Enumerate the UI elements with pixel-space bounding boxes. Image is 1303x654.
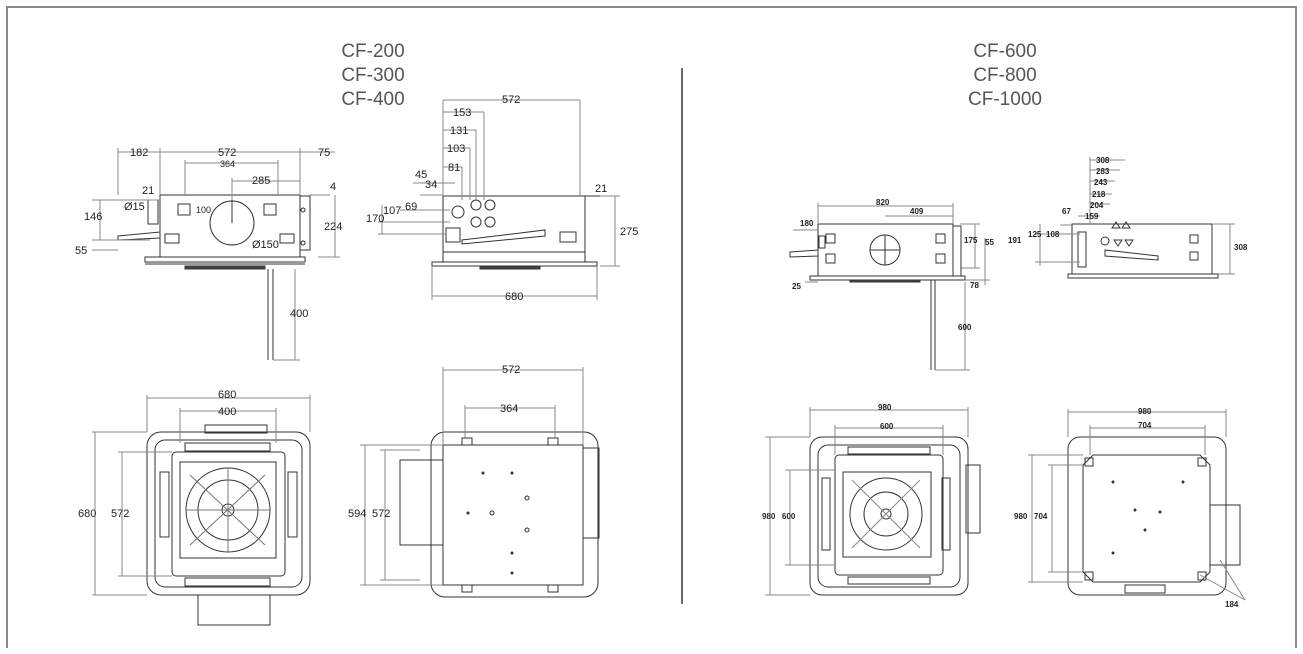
right-front-view: [789, 203, 990, 371]
right-top-dims: 980 704 980 704 184: [1014, 407, 1239, 609]
model-label: CF-600: [973, 41, 1037, 62]
dim-label: 600: [958, 323, 972, 332]
panel-divider: [681, 68, 683, 604]
dim-label: 680: [78, 508, 96, 520]
dim-label: 572: [502, 94, 520, 106]
dim-label: 146: [84, 211, 102, 223]
dim-label: 218: [1092, 190, 1106, 199]
dim-label: 572: [218, 147, 236, 159]
dim-label: 159: [1085, 212, 1099, 221]
dim-label: 980: [1014, 512, 1028, 521]
dim-label: 125: [1028, 230, 1042, 239]
left-front-view: [92, 148, 340, 361]
dim-label: 820: [876, 198, 890, 207]
dim-label: 180: [800, 219, 814, 228]
dim-label: 184: [1225, 600, 1239, 609]
dim-label: 107: [383, 205, 401, 217]
dim-label: 175: [964, 236, 978, 245]
model-label: CF-800: [973, 65, 1037, 86]
dim-label: 283: [1096, 167, 1110, 176]
model-label: CF-400: [341, 89, 405, 110]
left-side-dims: 572 153 131 103 81 45 34 69 107 170 21 2…: [366, 94, 638, 303]
left-bottom-view: [92, 395, 311, 626]
dim-label: 34: [425, 179, 437, 191]
dim-label: 364: [220, 159, 235, 169]
dim-label: 55: [985, 238, 994, 247]
dim-label: 224: [324, 221, 342, 233]
dim-label: 100: [196, 205, 211, 215]
dim-label: 364: [500, 403, 518, 415]
left-bottom-dims: 680 400 680 572: [78, 389, 236, 520]
dim-label: 131: [450, 125, 468, 137]
dim-label: 285: [252, 175, 270, 187]
right-front-dims: 820 409 180 175 55 25 78 600: [792, 198, 994, 332]
dim-label: 400: [290, 308, 308, 320]
dim-label: 409: [910, 207, 924, 216]
dim-label: 308: [1096, 156, 1110, 165]
dim-label: 45: [415, 169, 427, 181]
right-top-view: [1028, 409, 1246, 601]
dim-label: 67: [1062, 207, 1071, 216]
left-top-dims: 572 364 594 572: [348, 364, 520, 520]
dim-label: 103: [447, 143, 465, 155]
left-top-view: [360, 367, 600, 598]
dim-label: 182: [130, 147, 148, 159]
model-label: CF-200: [341, 41, 405, 62]
left-front-dims: 182 572 75 364 285 4 21 Ø15 100 146 224 …: [75, 147, 342, 320]
dim-label: 980: [878, 403, 892, 412]
dim-label: 680: [218, 389, 236, 401]
dim-label: 600: [880, 422, 894, 431]
dim-label: 78: [970, 281, 979, 290]
dim-label: 308: [1234, 243, 1248, 252]
dim-label: 275: [620, 226, 638, 238]
left-model-list: CF-200 CF-300 CF-400: [318, 40, 428, 112]
right-bottom-view: [765, 407, 981, 596]
dim-label: 55: [75, 245, 87, 257]
dim-label: 108: [1046, 230, 1060, 239]
right-bottom-dims: 980 600 980 600: [762, 403, 894, 521]
dim-label: 21: [142, 185, 154, 197]
dim-label: 572: [372, 508, 390, 520]
dim-label: 204: [1090, 201, 1104, 210]
right-model-list: CF-600 CF-800 CF-1000: [950, 40, 1060, 112]
dim-label: 170: [366, 213, 384, 225]
dim-label: 594: [348, 508, 366, 520]
left-side-view: [378, 99, 620, 300]
dim-label: 680: [505, 291, 523, 303]
dim-label: 243: [1094, 178, 1108, 187]
dim-label: 75: [318, 147, 330, 159]
right-side-view: [1035, 157, 1235, 279]
dim-label: 81: [448, 162, 460, 174]
right-side-dims: 308 283 243 218 204 67 159 191 125 108 3…: [1008, 156, 1248, 252]
dim-label: 704: [1138, 421, 1152, 430]
dim-label: 704: [1034, 512, 1048, 521]
dim-label: 69: [405, 201, 417, 213]
dim-label: Ø15: [124, 201, 145, 213]
dim-label: 153: [453, 107, 471, 119]
model-label: CF-1000: [968, 89, 1042, 110]
dim-label: 191: [1008, 236, 1022, 245]
dim-label: 572: [111, 508, 129, 520]
dim-label: 25: [792, 282, 801, 291]
dim-label: 400: [218, 406, 236, 418]
dim-label: 572: [502, 364, 520, 376]
model-label: CF-300: [341, 65, 405, 86]
dim-label: 4: [330, 181, 336, 193]
dim-label: 980: [1138, 407, 1152, 416]
dim-label: 21: [595, 183, 607, 195]
dim-label: 980: [762, 512, 776, 521]
dim-label: 600: [782, 512, 796, 521]
dim-label: Ø150: [252, 239, 279, 251]
drawing-frame: [6, 6, 1297, 648]
